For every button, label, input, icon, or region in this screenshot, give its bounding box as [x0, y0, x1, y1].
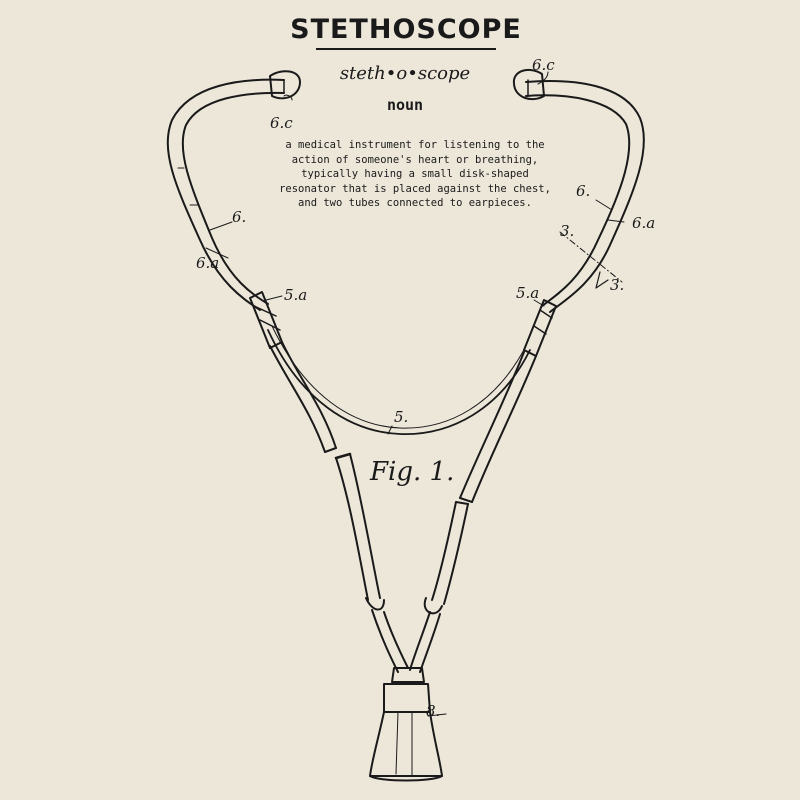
definition-text: a medical instrument for listening to th… [279, 139, 551, 209]
label-joint-left: 5.a [284, 286, 307, 304]
label-earpiece-left: 6.c [270, 114, 293, 132]
right-joint [523, 299, 557, 357]
label-section-b: 3. [610, 276, 624, 294]
connecting-spring [267, 329, 531, 435]
page-title: STETHOSCOPE [290, 14, 522, 45]
label-section-a: 3. [560, 222, 574, 240]
label-chestpiece: 8. [426, 702, 440, 720]
label-tube-right: 6. [576, 182, 590, 200]
label-tube-left: 6. [232, 208, 246, 226]
label-tube-left-a: 6.a [196, 254, 219, 272]
right-ear-tube [525, 79, 645, 313]
pronunciation: steth•o•scope [339, 63, 471, 84]
right-lower-tube [459, 351, 525, 499]
right-earpiece [512, 68, 545, 101]
label-tube-right-a: 6.a [632, 214, 655, 232]
left-ear-tube [166, 78, 285, 311]
left-lower-tube [269, 345, 326, 453]
left-y-tube [335, 457, 369, 601]
figure-caption: Fig. 1. [369, 457, 454, 487]
label-earpiece-right: 6.c [532, 56, 555, 74]
label-joint-right: 5.a [516, 284, 539, 302]
title-underline [316, 48, 496, 50]
y-connector [391, 667, 425, 683]
section-line [559, 231, 623, 283]
part-of-speech: noun [386, 96, 424, 114]
left-earpiece [269, 70, 301, 100]
right-y-tube [431, 501, 457, 601]
label-spring: 5. [394, 408, 408, 426]
chestpiece [383, 683, 431, 713]
